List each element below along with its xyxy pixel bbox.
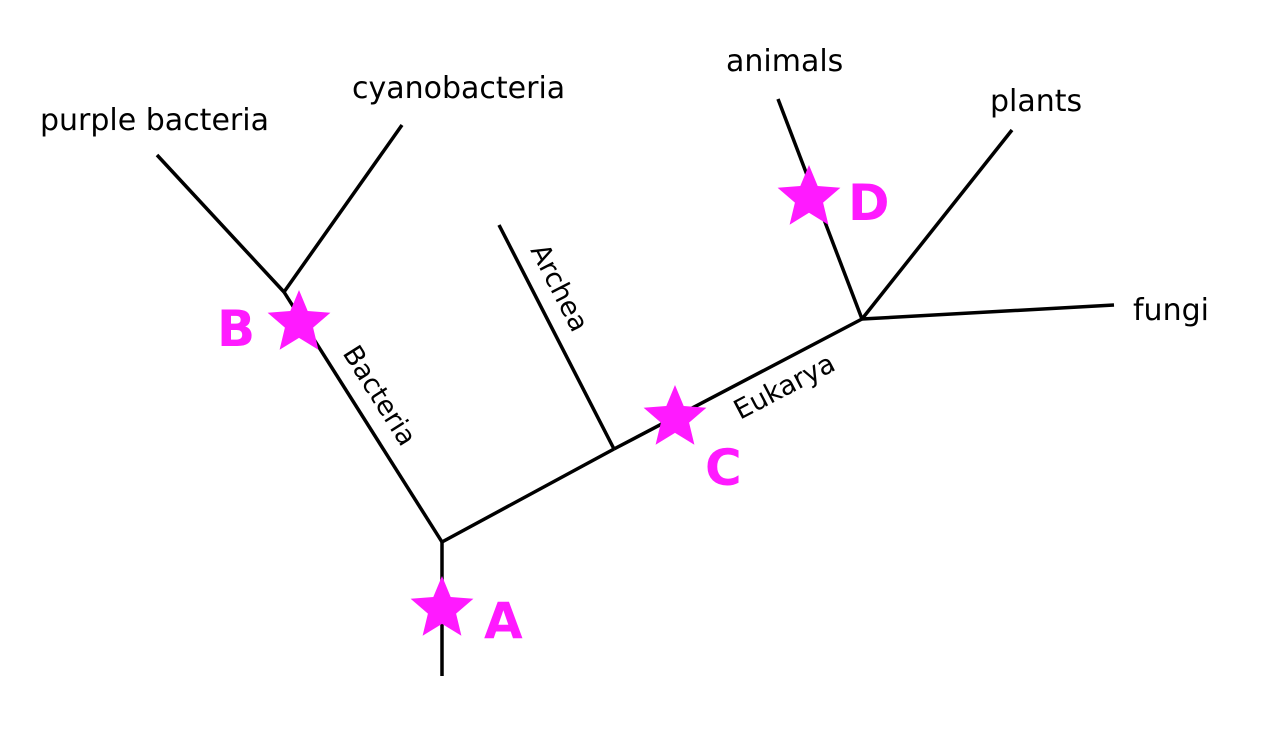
marker-label-a: A [484,592,523,650]
markers: A B C D [217,165,890,650]
fungi-branch [861,303,1115,321]
marker-a: A [410,576,523,650]
plants-branch [860,128,1014,321]
marker-b: B [217,290,331,358]
marker-label-c: C [705,439,742,497]
clade-labels: Bacteria Archea Eukarya [336,239,840,452]
marker-label-d: D [848,174,890,232]
eukarya-branch [613,317,863,451]
marker-label-b: B [217,300,255,358]
tree-branches [155,98,1115,676]
neomura-branch [441,447,615,544]
marker-c: C [643,385,742,497]
tip-label-plants: plants [990,84,1082,119]
star-icon [410,576,474,636]
star-icon [777,165,841,225]
star-icon [643,385,707,445]
tip-label-animals: animals [726,44,843,79]
archea-branch [497,224,616,450]
tip-labels: purple bacteria cyanobacteria animals pl… [40,44,1209,328]
purple-bacteria-branch [155,153,286,294]
star-icon [267,290,331,350]
tip-label-purple-bacteria: purple bacteria [40,103,269,138]
cyanobacteria-branch [282,123,404,294]
clade-label-archea: Archea [524,239,595,337]
tip-label-fungi: fungi [1133,293,1209,328]
tip-label-cyanobacteria: cyanobacteria [352,71,565,106]
marker-d: D [777,165,890,232]
